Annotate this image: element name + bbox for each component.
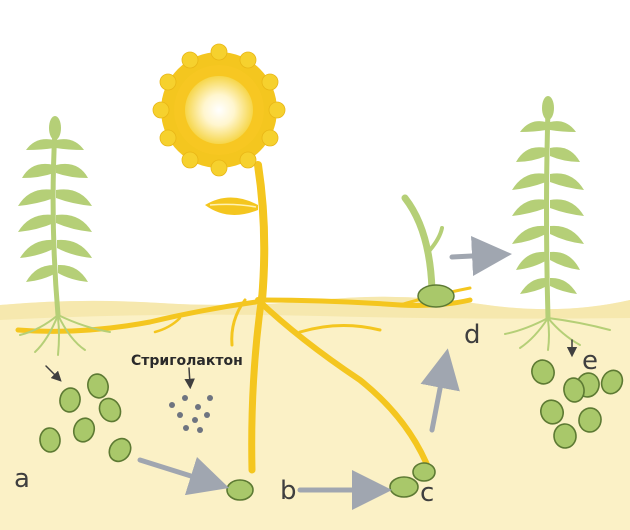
seed-attached-b [226,479,254,501]
arrow-icon [137,236,512,510]
label-d: d [464,320,481,350]
label-a: a [14,464,30,494]
sunflower-head [152,43,286,177]
label-c: c [420,478,435,508]
label-strigolactone: Стриголактон [131,353,243,369]
seed-group-a [39,373,132,463]
label-e: e [582,346,598,376]
label-b: b [280,476,297,506]
germinating-seedling-icon [401,194,455,308]
seed-group-e [531,359,624,449]
small-arrows [45,339,578,390]
seed-attached-c [389,462,436,498]
broomrape-plant-right [504,96,611,351]
strigolactone-dots [169,395,213,433]
sunflower-icon [152,43,286,304]
broomrape-plant-left [18,116,111,356]
soil [0,296,630,530]
